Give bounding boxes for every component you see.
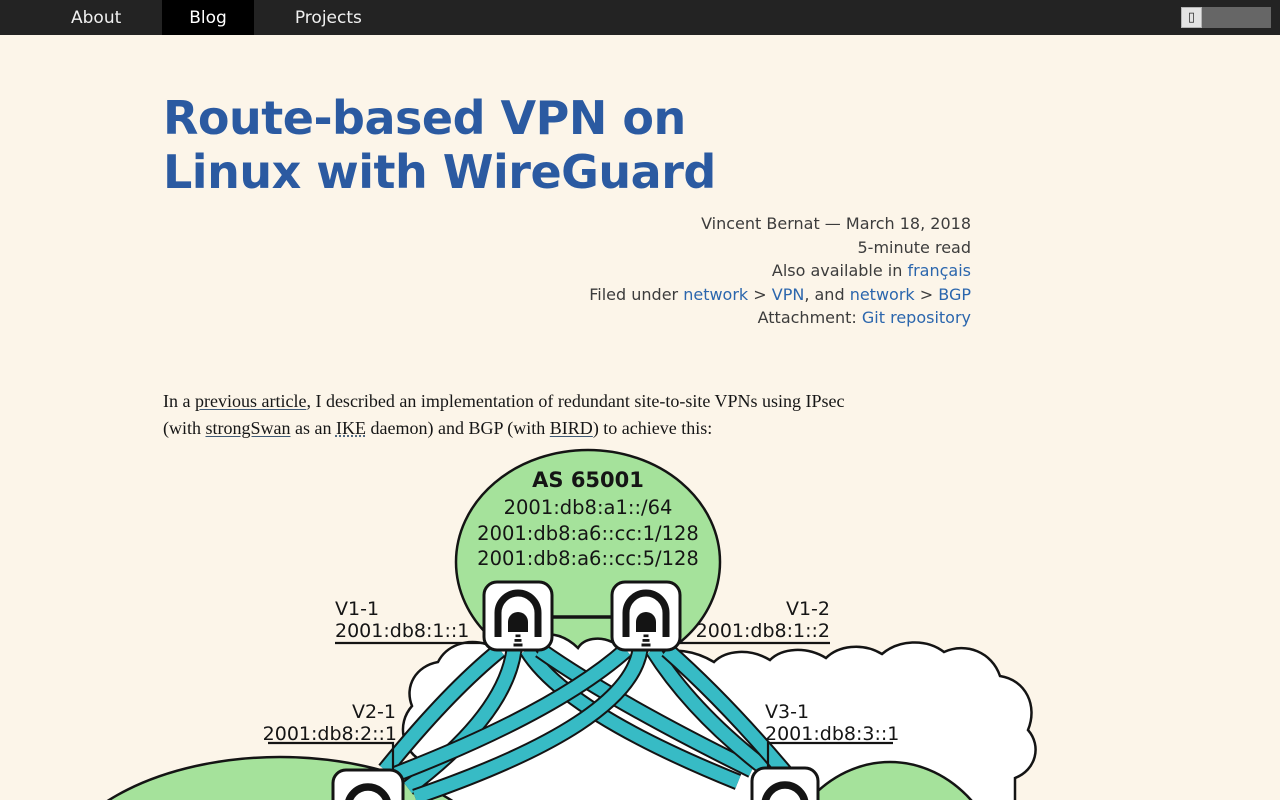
router-v1-1-address: 2001:db8:1::1 xyxy=(335,620,469,642)
v3-1-label-line xyxy=(766,741,893,772)
attachment-link-git[interactable]: Git repository xyxy=(861,308,971,327)
search-input[interactable] xyxy=(1202,7,1271,28)
search-icon[interactable]: ▯ xyxy=(1181,7,1202,28)
router-v2-1-icon xyxy=(331,768,405,800)
language-link-francais[interactable]: français xyxy=(907,261,971,280)
page-title: Route-based VPN on Linux with WireGuard xyxy=(163,91,716,199)
network-diagram: AS 65001 2001:db8:a1::/64 2001:db8:a6::c… xyxy=(106,448,1037,800)
meta-byline: Vincent Bernat — March 18, 2018 xyxy=(701,214,971,233)
router-v1-2-name: V1-2 xyxy=(786,598,830,620)
v2-1-label-line xyxy=(268,741,395,772)
router-v2-1-name: V2-1 xyxy=(352,701,396,723)
meta-attachment: Attachment: Git repository xyxy=(757,308,971,327)
paragraph-line-1: In a previous article, I described an im… xyxy=(163,390,845,411)
router-v3-1-address: 2001:db8:3::1 xyxy=(765,723,899,745)
link-previous-article[interactable]: previous article xyxy=(194,390,307,411)
router-v3-1-name: V3-1 xyxy=(765,701,809,723)
as-number-label: AS 65001 xyxy=(532,468,644,492)
meta-language: Also available in français xyxy=(771,261,971,280)
router-v2-1-address: 2001:db8:2::1 xyxy=(263,723,397,745)
tunnel-band xyxy=(412,648,649,800)
tunnel-band xyxy=(378,643,506,776)
category-link-network-2[interactable]: network xyxy=(849,284,915,304)
abbr-ike: IKE xyxy=(335,417,366,438)
as-prefix-1: 2001:db8:a1::/64 xyxy=(504,496,673,519)
nav-item-projects[interactable]: Projects xyxy=(294,7,362,28)
publish-date: March 18, 2018 xyxy=(845,214,971,233)
category-link-vpn[interactable]: VPN xyxy=(771,284,805,304)
search-widget: ▯ xyxy=(1181,7,1271,28)
as-prefix-3: 2001:db8:a6::cc:5/128 xyxy=(477,547,699,570)
meta-categories: Filed under network > VPN, and network >… xyxy=(589,284,971,304)
nav-item-about[interactable]: About xyxy=(71,7,122,28)
tunnel-band xyxy=(645,645,772,776)
router-v1-2-address: 2001:db8:1::2 xyxy=(696,620,830,642)
tunnel-band xyxy=(402,648,523,795)
tunnel-band xyxy=(535,643,756,778)
article-meta: Vincent Bernat — March 18, 2018 5-minute… xyxy=(163,212,971,330)
router-ring-icon xyxy=(345,783,391,800)
meta-read-time: 5-minute read xyxy=(857,237,972,257)
router-ring-icon xyxy=(761,781,809,800)
vpn-tunnels xyxy=(378,643,795,800)
top-navigation: About Blog Projects ▯ xyxy=(0,0,1280,35)
router-v3-1-icon xyxy=(750,766,820,800)
author-name: Vincent Bernat xyxy=(701,214,820,233)
link-strongswan[interactable]: strongSwan xyxy=(205,417,291,438)
router-v1-2-icon xyxy=(610,580,682,652)
as-prefix-2: 2001:db8:a6::cc:1/128 xyxy=(477,522,699,545)
tunnel-entrance-icon xyxy=(636,612,656,632)
link-bird[interactable]: BIRD xyxy=(549,417,593,438)
site3-green-ellipse xyxy=(807,760,973,800)
nav-item-blog[interactable]: Blog xyxy=(162,0,254,35)
tunnel-band xyxy=(392,643,632,782)
tunnel-arch-icon xyxy=(622,589,670,637)
connector-lines xyxy=(268,615,893,772)
tunnel-entrance-icon xyxy=(508,612,528,632)
router-v1-1-name: V1-1 xyxy=(335,598,379,620)
paragraph-line-2: (with strongSwan as an IKE daemon) and B… xyxy=(163,417,713,438)
article-content: Route-based VPN on Linux with WireGuard … xyxy=(163,91,971,442)
intro-paragraph: In a previous article, I described an im… xyxy=(163,388,971,442)
category-link-bgp[interactable]: BGP xyxy=(938,284,971,304)
tunnel-band xyxy=(661,643,795,782)
category-link-network-1[interactable]: network xyxy=(683,284,749,304)
router-v1-1-icon xyxy=(482,580,554,652)
tunnel-arch-icon xyxy=(494,589,542,637)
